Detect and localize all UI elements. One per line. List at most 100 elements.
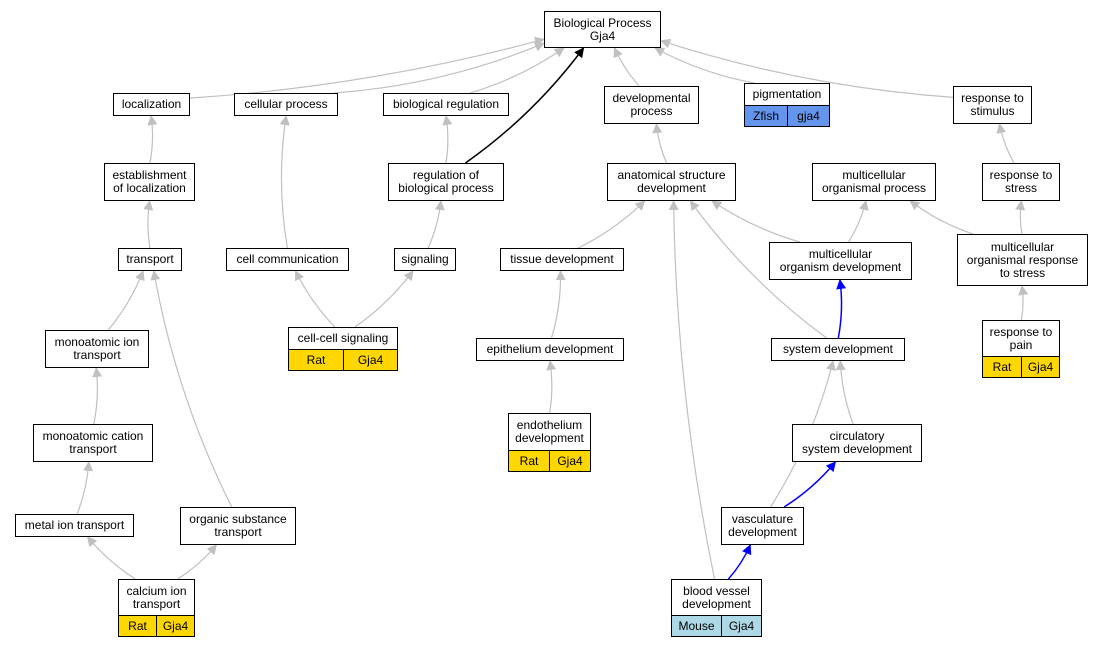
gene-tag: gja4 [787,105,830,127]
node-transport[interactable]: transport [118,248,182,271]
gene-tag: Gja4 [1021,356,1060,378]
node-metal-ion-transport[interactable]: metal ion transport [15,514,134,537]
node-label: organismal response [966,252,1079,267]
node-label: monoatomic ion [54,335,140,349]
edge-mit-to-trans [107,270,145,331]
gene-label: Gja4 [357,353,384,367]
node-label: developmental [612,91,691,105]
edge-mcat-to-mit [92,367,103,425]
node-label: pain [1009,337,1033,352]
node-signaling[interactable]: signaling [394,248,456,271]
node-epithelium-development[interactable]: epithelium development [476,338,624,361]
node-label: vasculature [731,512,794,526]
node-system-development[interactable]: system development [771,338,905,361]
node-pigmentation[interactable]: pigmentation [744,83,830,106]
edge-epid-to-tisd [550,270,566,339]
node-label: cell-cell signaling [297,331,389,345]
gene-tag: Gja4 [156,615,195,637]
node-cell-communication[interactable]: cell communication [226,248,349,271]
node-localization[interactable]: localization [113,93,190,116]
edge-calc-to-metal [86,536,136,580]
species-tag-rat: Rat [118,615,157,637]
node-label: transport [73,348,121,362]
node-cell-cell-signaling[interactable]: cell-cell signaling [288,327,398,350]
edge-vasc-to-circ [783,461,837,508]
node-label: metal ion transport [24,518,125,532]
edge-sysd-to-mod [836,279,847,339]
edge-regbp-to-biorg [442,115,453,164]
node-label: localization [121,97,182,111]
node-label: pigmentation [752,87,822,101]
edge-resp-to-root [660,38,954,98]
edge-orgs-to-trans [150,270,233,508]
edge-bvd-to-asd [668,200,716,580]
edge-ccs-to-sig [354,270,414,328]
edge-ccs-to-ccom [295,270,336,328]
node-label: response to [989,324,1053,339]
species-tag-mouse: Mouse [671,615,722,637]
node-label: establishment [112,168,187,182]
edge-rstr-to-resp [996,123,1015,164]
node-label: development [515,431,584,445]
gene-tag: Gja4 [343,349,398,371]
node-label: transport [132,596,181,611]
edge-endo-to-epid [546,360,557,414]
edge-estl-to-loc [147,115,158,164]
node-cellular-process[interactable]: cellular process [234,93,338,116]
gene-label: gja4 [797,109,820,123]
edge-asd-to-devp [652,123,668,164]
node-label: response to [989,168,1053,182]
node-label: biological process [398,181,494,195]
gene-label: Gja4 [728,619,755,633]
edge-devp-to-root [613,47,640,87]
species-label: Rat [519,454,539,468]
edge-trans-to-estl [143,200,154,249]
edge-rpain-to-morts [1018,285,1029,321]
edge-regbp-to-root [465,47,585,164]
node-label: monoatomic cation [42,429,144,443]
node-biological-regulation[interactable]: biological regulation [383,93,509,116]
node-label: calcium ion [126,583,187,598]
node-label: development [682,596,751,611]
species-tag-zfish: Zfish [744,105,788,127]
node-label: multicellular [808,247,873,261]
species-label: Zfish [752,109,779,123]
node-label: multicellular [842,168,906,182]
node-tissue-development[interactable]: tissue development [500,248,624,271]
node-label: anatomical structure [617,168,726,182]
species-label: Rat [992,360,1012,374]
species-label: Mouse [678,619,715,633]
edge-mod-to-asd [711,200,801,243]
node-label: multicellular [990,239,1055,254]
node-label: endothelium [516,418,583,432]
edge-metal-to-mcat [76,461,94,515]
edge-circ-to-sysd [835,360,854,425]
node-label: tissue development [510,252,614,266]
edge-mod-to-mop [848,200,869,243]
edge-sig-to-regbp [427,200,445,249]
node-label: to stress [999,265,1046,280]
node-label: development [728,525,797,539]
node-label: organismal process [821,181,927,195]
edge-tisd-to-asd [577,200,646,249]
species-label: Rat [128,619,147,633]
